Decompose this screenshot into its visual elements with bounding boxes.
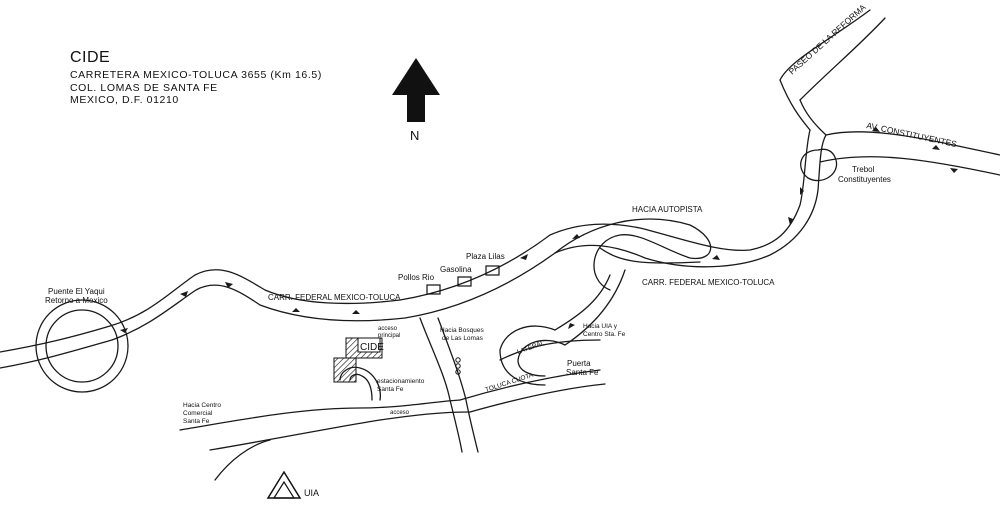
direction-arrows <box>120 127 958 333</box>
label-hacia-autopista: HACIA AUTOPISTA <box>632 205 703 214</box>
label-pollos-rio: Pollos Rio <box>398 273 435 282</box>
retorno-yaqui-ring <box>35 299 129 393</box>
label-trebol-2: Constituyentes <box>838 175 891 184</box>
label-centro-comercial-2: Comercial <box>183 410 213 417</box>
label-paseo-reforma: PASEO DE LA REFORMA <box>787 2 868 77</box>
address-line-3: MEXICO, D.F. 01210 <box>70 94 179 106</box>
plaza-lilas-marker <box>485 265 500 276</box>
label-acceso-principal-2: principal <box>378 333 400 339</box>
cide-annex-building <box>333 357 357 383</box>
label-bosques-2: de Las Lomas <box>442 335 484 342</box>
autopista-loop <box>554 218 712 291</box>
north-label: N <box>410 128 419 143</box>
ramp-uia-centro <box>554 274 611 331</box>
label-bosques-1: Hacia Bosques <box>440 327 484 334</box>
label-puente-yaqui-1: Puente El Yaqui <box>48 287 105 296</box>
trebol-loop <box>800 148 838 182</box>
label-lateral: LATERAL <box>516 339 545 355</box>
uia-marker-icon <box>266 470 302 499</box>
label-puerta-santa-fe-2: Santa Fe <box>566 368 599 377</box>
label-uia-centro-2: Centro Sta. Fe <box>583 331 626 338</box>
label-trebol-1: Trebol <box>852 165 875 174</box>
address-line-2: COL. LOMAS DE SANTA FE <box>70 81 218 94</box>
address-line-1: CARRETERA MEXICO-TOLUCA 3655 (Km 16.5) <box>70 69 322 81</box>
label-gasolina: Gasolina <box>440 265 472 274</box>
label-carr-federal-left: CARR. FEDERAL MEXICO-TOLUCA <box>268 293 401 302</box>
label-plaza-lilas: Plaza Lilas <box>466 252 505 261</box>
label-uia: UIA <box>304 488 319 498</box>
bosques-marker-icon <box>455 357 461 375</box>
road-network <box>0 9 1000 481</box>
label-centro-comercial-3: Santa Fe <box>183 418 210 425</box>
label-av-constituyentes: AV. CONSTITUYENTES <box>866 120 958 149</box>
gasolina-marker <box>457 276 472 287</box>
map-title: CIDE <box>70 49 111 66</box>
label-puente-yaqui-2: Retorno a Mexico <box>45 296 108 305</box>
pollos-rio-marker <box>426 284 441 295</box>
label-puerta-santa-fe-1: Puerta <box>567 359 591 368</box>
label-acceso: acceso <box>390 410 410 416</box>
label-cide-building: CIDE <box>360 342 384 353</box>
label-acceso-principal-1: acceso <box>378 326 398 332</box>
label-estacionamiento-2: Santa Fe <box>377 386 404 393</box>
label-centro-comercial-1: Hacia Centro <box>183 402 221 409</box>
carr-federal-north-edge <box>0 129 811 353</box>
label-carr-federal-right: CARR. FEDERAL MEXICO-TOLUCA <box>642 278 775 287</box>
label-uia-centro-1: Hacia UIA y <box>583 323 618 330</box>
carr-federal-south-edge <box>0 134 827 369</box>
label-estacionamiento-1: estacionamiento <box>377 378 425 385</box>
north-arrow-icon <box>392 58 440 122</box>
address-block: CIDE CARRETERA MEXICO-TOLUCA 3655 (Km 16… <box>70 50 322 106</box>
